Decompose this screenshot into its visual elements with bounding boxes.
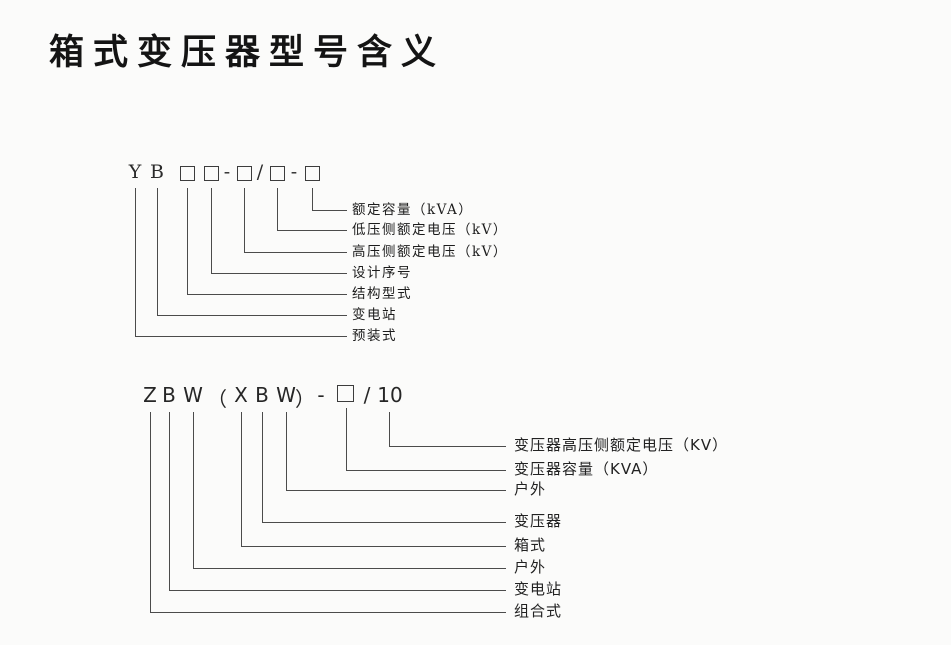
connector-line [277,230,347,232]
connector-line [135,336,347,338]
meaning-label: 额定容量（kVA） [352,202,474,218]
code-char: 10 [377,383,403,407]
code-char: （ [207,387,227,411]
meaning-label: 户外 [514,480,547,498]
meaning-label: 高压侧额定电压（kV） [352,244,508,260]
connector-line [389,446,506,448]
code-char: W [183,383,203,407]
code-char: - [290,161,298,183]
meaning-label: 结构型式 [352,286,412,302]
meaning-label: 变压器 [514,512,563,530]
connector-line [346,408,348,470]
connector-line [346,470,506,472]
connector-line [169,412,171,590]
connector-line [193,568,506,570]
connector-line [169,590,506,592]
connector-line [262,412,264,522]
meaning-label: 变压器高压侧额定电压（KV） [514,436,729,454]
connector-line [187,188,189,294]
connector-line [241,546,506,548]
placeholder-box-icon [337,385,354,402]
code-char: Z [143,383,157,407]
placeholder-box-icon [305,166,320,181]
placeholder-box-icon [204,166,219,181]
connector-line [312,188,314,210]
code-char: X [234,383,248,407]
connector-line [150,612,506,614]
connector-line [262,522,506,524]
meaning-label: 预装式 [352,328,397,344]
meaning-label: 变电站 [514,580,563,598]
connector-line [286,490,506,492]
meaning-label: 设计序号 [352,265,412,281]
code-char: W [276,383,296,407]
meaning-label: 箱式 [514,536,547,554]
connector-line [157,315,347,317]
connector-line [135,188,137,336]
meaning-label: 户外 [514,558,547,576]
code-char: ） [295,387,315,411]
meaning-label: 组合式 [514,602,563,620]
connector-line [150,412,152,612]
connector-line [389,412,391,446]
connector-line [244,252,347,254]
connector-line [187,294,347,296]
code-char: Y [128,161,142,183]
connector-line [211,188,213,273]
connector-line [312,210,347,212]
connector-line [241,412,243,546]
connector-line [211,273,347,275]
code-char: B [162,383,176,407]
page-title: 箱式变压器型号含义 [49,33,446,73]
meaning-label: 变电站 [352,307,397,323]
connector-line [286,412,288,490]
connector-line [157,188,159,315]
connector-line [277,188,279,230]
placeholder-box-icon [237,166,252,181]
connector-line [193,412,195,568]
connector-line [244,188,246,252]
code-char: / [256,161,264,183]
code-char: / [363,383,371,407]
code-char: B [255,383,269,407]
code-char: - [317,383,325,407]
meaning-label: 低压侧额定电压（kV） [352,222,508,238]
code-char: - [223,161,231,183]
code-char: B [150,161,164,183]
placeholder-box-icon [180,166,195,181]
meaning-label: 变压器容量（KVA） [514,460,659,478]
placeholder-box-icon [270,166,285,181]
